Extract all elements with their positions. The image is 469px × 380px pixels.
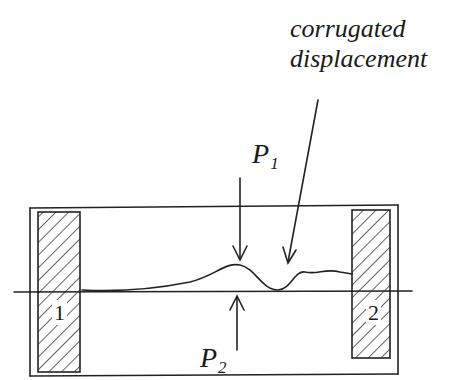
callout-note: corrugated displacement xyxy=(290,14,462,74)
pressure-label: P₂ xyxy=(200,342,227,374)
callout-number: 2 xyxy=(366,300,381,325)
callout-number: 1 xyxy=(52,300,67,325)
pressure-label: P₁ xyxy=(252,138,279,170)
